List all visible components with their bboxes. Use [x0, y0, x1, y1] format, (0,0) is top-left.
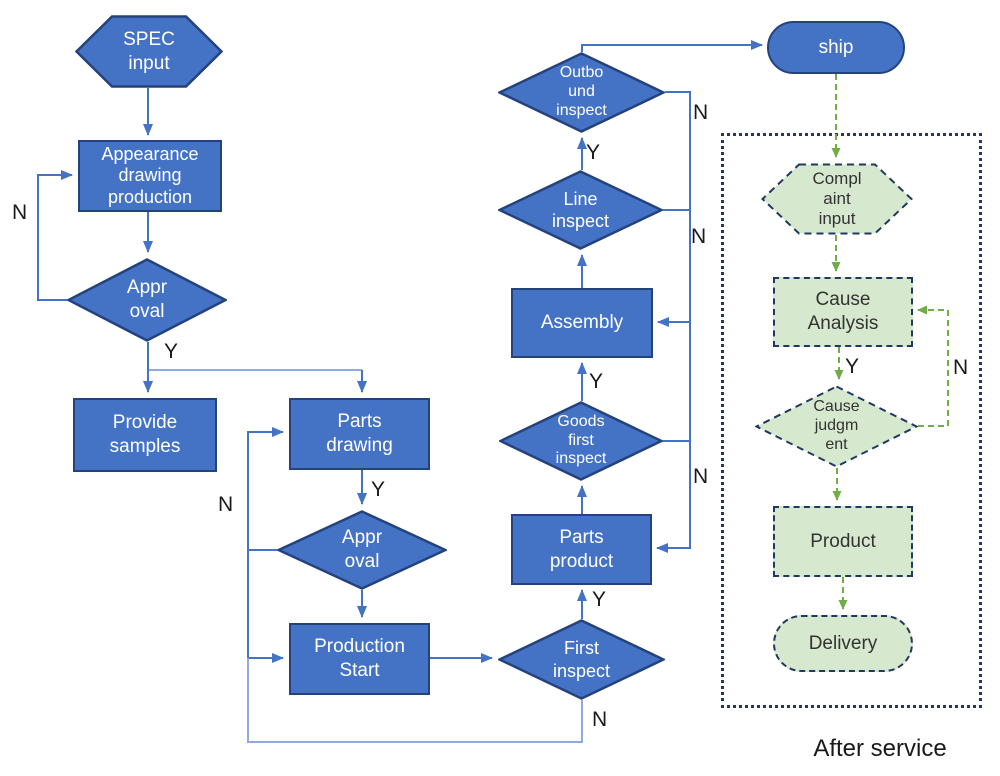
delivery-label: Delivery — [808, 632, 878, 654]
complaint-input-hexagon-shape — [761, 163, 913, 235]
cause-judgment-label: Cause judgm ent — [813, 398, 860, 453]
node-production-start: Production Start — [289, 623, 430, 695]
node-line-inspect: Line inspect — [498, 170, 663, 250]
after-service-box — [721, 133, 982, 708]
node-product: Product — [773, 506, 913, 577]
edge-label-approval1-n: N — [12, 201, 28, 224]
line-inspect-diamond-shape — [498, 170, 663, 250]
parts-product-label: Parts product — [549, 526, 614, 572]
approval-2-diamond-shape — [277, 510, 447, 590]
node-appearance-drawing: Appearance drawing production — [78, 140, 222, 212]
node-parts-drawing: Parts drawing — [289, 398, 430, 470]
node-cause-analysis: Cause Analysis — [773, 277, 913, 347]
cause-judgment-diamond-shape — [755, 385, 918, 468]
approval-1-diamond-shape — [67, 258, 227, 342]
spec-input-label: SPEC input — [123, 28, 175, 74]
edge-label-goods-first-y: Y — [589, 370, 604, 393]
product-label: Product — [810, 530, 876, 552]
edge-label-approval2-y: Y — [371, 478, 386, 501]
assembly-label: Assembly — [540, 312, 624, 334]
line-inspect-label: Line inspect — [551, 188, 610, 232]
cause-analysis-label: Cause Analysis — [807, 289, 879, 334]
node-outbound-inspect: Outbo und inspect — [498, 52, 665, 133]
outbound-inspect-label: Outbo und inspect — [556, 64, 607, 119]
edge-rework-bus-to-parts-product — [656, 91, 691, 553]
goods-first-inspect-diamond-shape — [499, 401, 663, 481]
node-ship: ship — [767, 21, 905, 74]
approval-1-label: Appr oval — [126, 277, 168, 322]
outbound-inspect-diamond-shape — [498, 52, 665, 133]
node-first-inspect: First inspect — [498, 619, 665, 700]
edge-label-line-inspect-n: N — [691, 225, 707, 248]
node-cause-judgment: Cause judgm ent — [755, 385, 918, 468]
edge-judgment-n-loop — [917, 305, 949, 427]
node-complaint-input: Compl aint input — [761, 163, 913, 235]
first-inspect-diamond-shape — [498, 619, 665, 700]
edge-label-judgment-y: Y — [845, 355, 860, 378]
node-goods-first-inspect: Goods first inspect — [499, 401, 663, 481]
parts-drawing-label: Parts drawing — [326, 411, 393, 456]
first-inspect-label: First inspect — [552, 638, 611, 681]
edge-approval1-n-loop — [37, 170, 73, 301]
edge-label-judgment-n: N — [953, 356, 969, 379]
goods-first-inspect-label: Goods first inspect — [555, 412, 607, 468]
edge-label-first-inspect-y: Y — [592, 588, 607, 611]
edge-label-approval2-n: N — [218, 493, 234, 516]
complaint-input-label: Compl aint input — [812, 168, 862, 229]
after-service-caption: After service — [813, 735, 947, 762]
edge-label-first-inspect-n: N — [592, 708, 608, 731]
spec-input-hexagon-shape — [75, 15, 223, 88]
edge-label-line-inspect-y: Y — [586, 141, 601, 164]
provide-samples-label: Provide samples — [109, 412, 181, 457]
ship-label: ship — [818, 36, 854, 58]
edge-label-goods-first-n: N — [693, 465, 709, 488]
edge-first-inspect-n-feedback — [247, 658, 583, 743]
production-start-label: Production Start — [314, 636, 405, 681]
node-delivery: Delivery — [773, 615, 913, 672]
approval-2-label: Appr oval — [341, 527, 383, 572]
node-spec-input: SPEC input — [75, 15, 223, 88]
appearance-drawing-label: Appearance drawing production — [101, 143, 199, 207]
edge-outbound-to-ship — [581, 40, 763, 52]
node-assembly: Assembly — [511, 288, 653, 358]
edge-label-approval1-y: Y — [164, 340, 179, 363]
node-provide-samples: Provide samples — [73, 398, 217, 472]
node-parts-product: Parts product — [511, 514, 652, 585]
node-approval-2: Appr oval — [277, 510, 447, 590]
node-approval-1: Appr oval — [67, 258, 227, 342]
edge-label-outbound-n: N — [693, 101, 709, 124]
edge-approval2-n-to-parts-drawing — [247, 427, 284, 551]
